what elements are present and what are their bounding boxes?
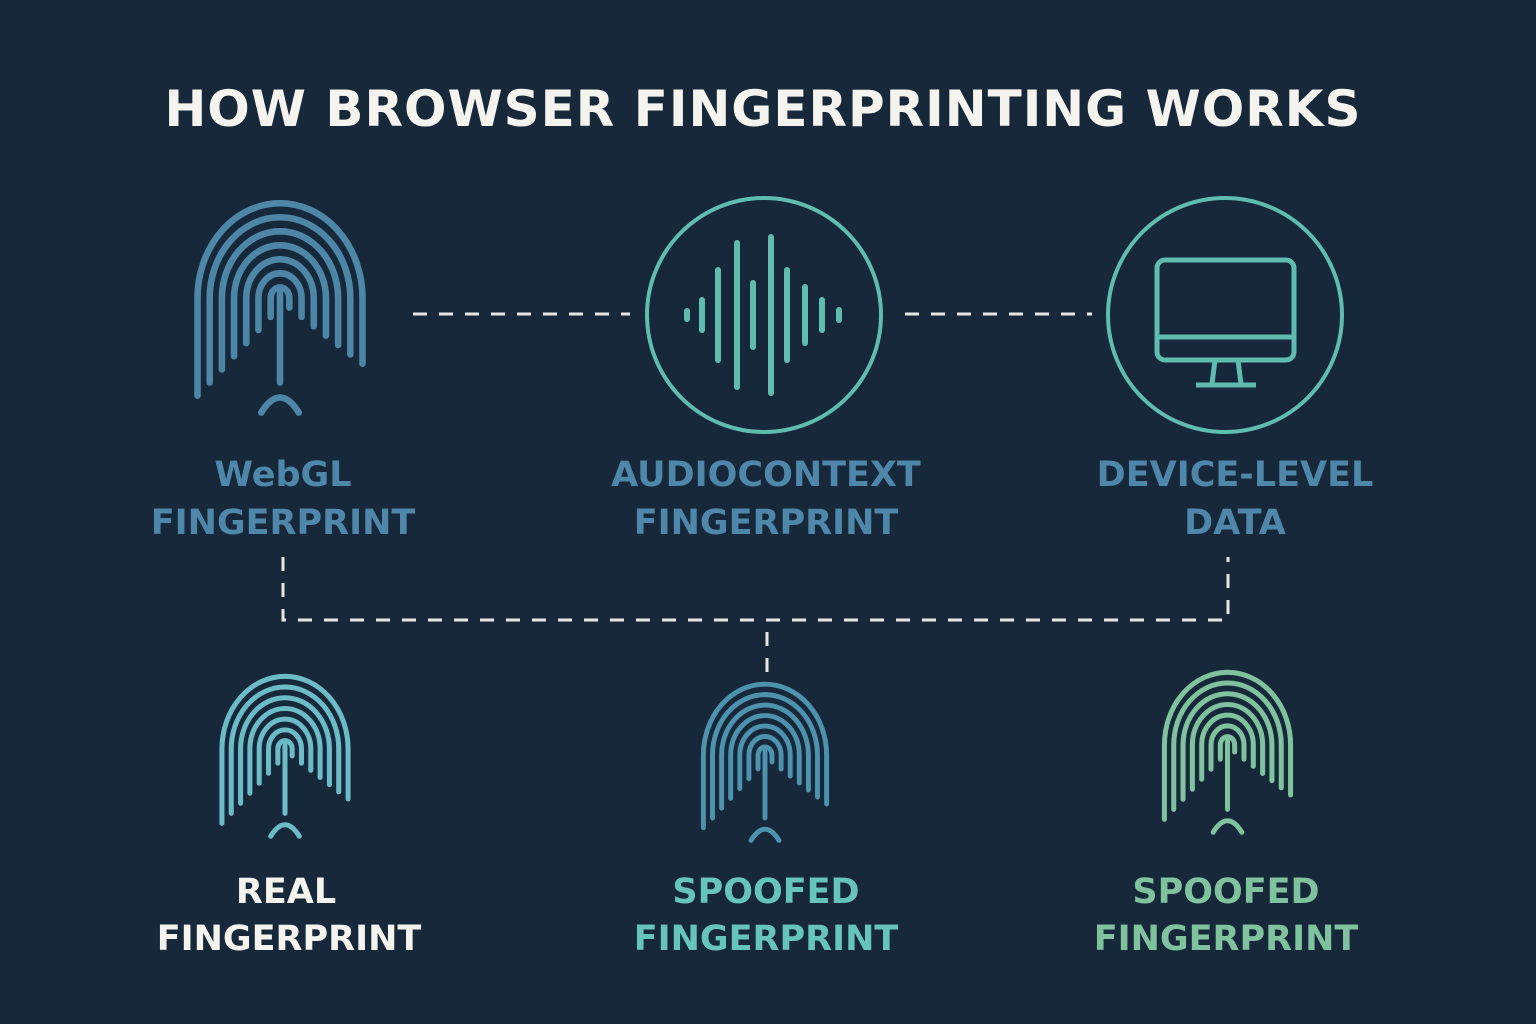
result-label-spoofed1-line2: FINGERPRINT	[634, 919, 899, 959]
spoofed-fingerprint-icon-2	[1164, 672, 1290, 832]
result-label-real-line2: FINGERPRINT	[157, 919, 422, 959]
result-label-spoofed1-line1: SPOOFED	[672, 872, 859, 912]
source-label-device-line2: DATA	[1184, 503, 1286, 543]
source-label-webgl-line1: WebGL	[214, 455, 351, 495]
sound-wave-icon	[645, 196, 883, 434]
source-label-audio-line2: FINGERPRINT	[634, 503, 899, 543]
source-label-audio-line1: AUDIOCONTEXT	[611, 455, 921, 495]
source-label-device-line1: DEVICE-LEVEL	[1097, 455, 1374, 495]
fingerprint-icon	[198, 203, 363, 412]
spoofed-fingerprint-icon	[703, 684, 826, 840]
result-label-spoofed2-line2: FINGERPRINT	[1094, 919, 1359, 959]
connector-merge	[281, 557, 1230, 622]
source-label-webgl-line2: FINGERPRINT	[151, 503, 416, 543]
monitor-icon	[1106, 196, 1344, 434]
real-fingerprint-icon	[222, 676, 348, 836]
result-label-real-line1: REAL	[236, 872, 336, 912]
connector-lines	[281, 312, 1230, 674]
result-label-spoofed2-line1: SPOOFED	[1132, 872, 1319, 912]
page-title: HOW BROWSER FINGERPRINTING WORKS	[164, 80, 1361, 138]
